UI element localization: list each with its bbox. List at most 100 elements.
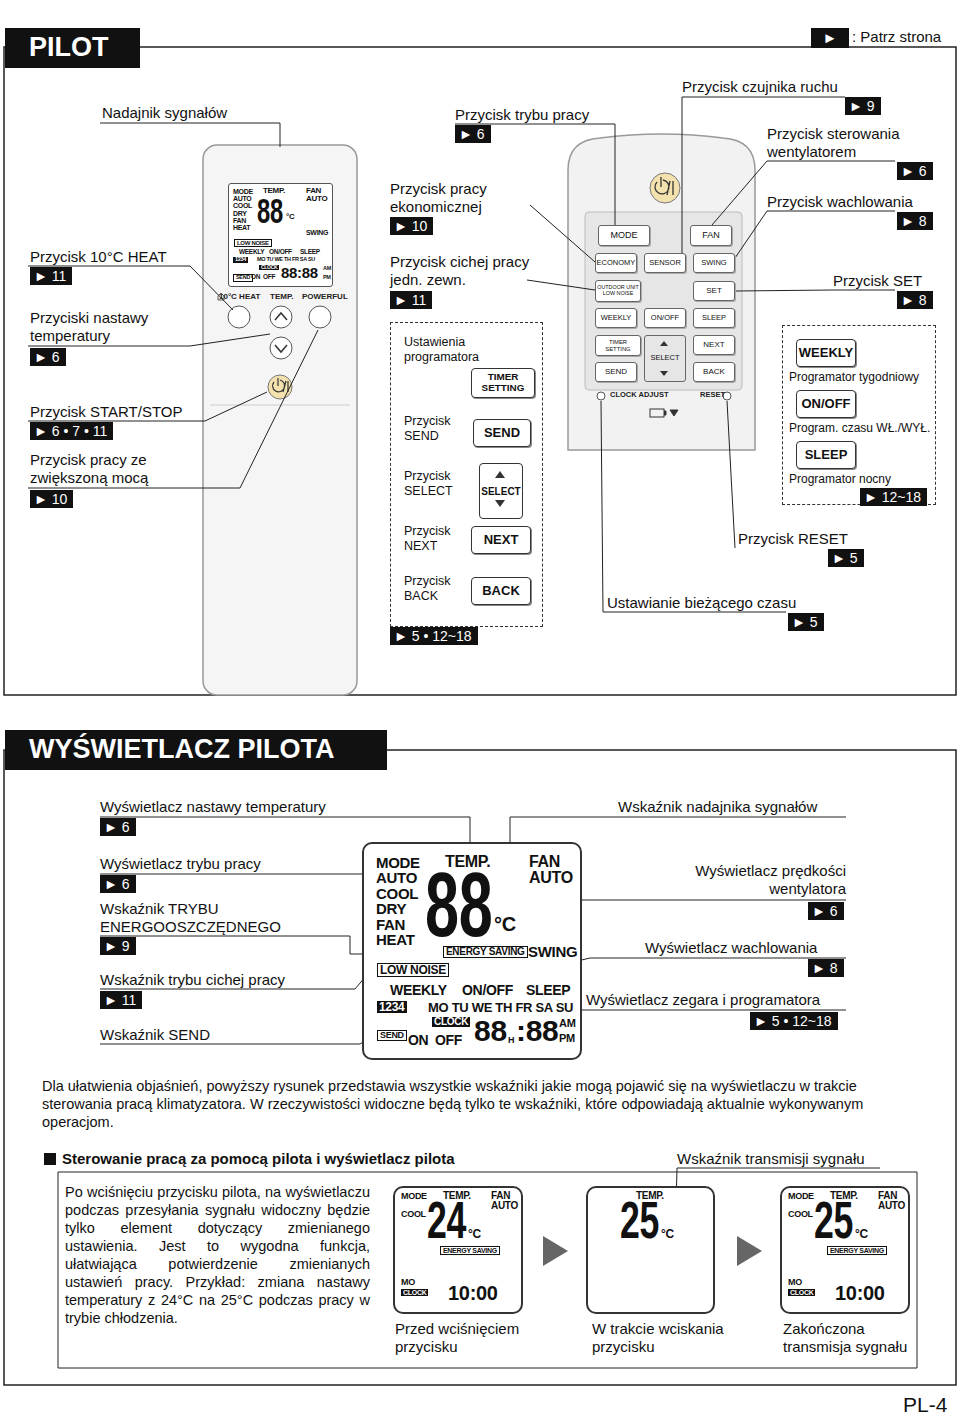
node-text: TIMER SETTING	[596, 339, 640, 352]
display-text: 1234	[233, 257, 248, 263]
node-text: NEXT	[484, 533, 519, 547]
callout-label: W trakcie wciskania przycisku	[592, 1320, 742, 1356]
node-text: NEXT	[703, 341, 724, 350]
leader-lines	[736, 290, 895, 291]
remote-button: OUTDOOR UNIT LOW NOISE	[595, 280, 641, 302]
display-text: OFF	[263, 274, 275, 281]
section-header: WYŚWIETLACZ PILOTA	[5, 730, 387, 770]
leader-lines	[575, 900, 846, 901]
dashed-group: Ustawienia programatoraPrzycisk SENDPrzy…	[390, 322, 543, 627]
node-text: WEEKLY	[601, 314, 632, 322]
remote-button: SLEEP	[796, 441, 856, 469]
leader-lines	[100, 123, 280, 147]
page-reference: ► 6	[30, 348, 66, 366]
display-text: FAN	[878, 1191, 897, 1201]
display-text: SLEEP	[526, 983, 570, 997]
remote-body	[268, 375, 292, 399]
display-text: FAN	[491, 1191, 510, 1201]
step-arrows	[543, 1236, 568, 1266]
leader-lines	[735, 211, 895, 258]
callout-label: Wyświetlacz zegara i programatora	[586, 991, 820, 1009]
display-text: TEMP.	[270, 293, 293, 302]
callout-label: Przycisk 10°C HEAT	[30, 248, 167, 266]
remote-body	[228, 306, 250, 328]
display-text: ON/OFF	[269, 249, 292, 256]
display-text: MO	[401, 1278, 415, 1287]
display-text: CLOCK ADJUST	[610, 391, 668, 399]
page-reference: ► 5 • 12~18	[750, 1012, 838, 1030]
open-remote-body	[655, 177, 673, 195]
callout-label: Wyświetlacz prędkości wentylatora	[660, 862, 846, 898]
page-reference: ► 9	[845, 97, 881, 115]
remote-button: ECONOMY	[595, 253, 637, 273]
remote-lcd: MODE AUTO COOL DRY FAN HEATTEMP.88°CFANA…	[228, 183, 333, 287]
node-text: BACK	[482, 584, 520, 598]
leader-lines	[727, 401, 735, 548]
callout-label: Przycisk pracy ekonomicznej	[390, 180, 530, 216]
remote-control: 10°C HEATTEMP.POWERFULMODE AUTO COOL DRY…	[203, 145, 357, 695]
node-text: SELECT	[481, 486, 520, 497]
display-text: ENERGY SAVING	[827, 1246, 887, 1255]
display-text: Program. czasu WŁ./WYŁ.	[789, 421, 930, 436]
leader-lines	[28, 330, 318, 488]
frame	[4, 47, 956, 1385]
remote-button: WEEKLY	[595, 308, 637, 328]
display-text: ENERGY SAVING	[443, 946, 528, 958]
page-reference: ► 6	[897, 162, 933, 180]
display-text: H	[508, 1036, 514, 1045]
frame	[4, 47, 956, 695]
display-text: COOL	[401, 1210, 426, 1219]
callout-label: Wyświetlacz nastawy temperatury	[100, 798, 326, 816]
callout-label: Sterowanie pracą za pomocą pilota i wyśw…	[62, 1150, 455, 1168]
display-text: SLEEP	[300, 249, 320, 256]
page-reference: ► 11	[100, 991, 142, 1009]
callout-label: Wyświetlacz wachlowania	[645, 939, 817, 957]
remote-body	[309, 306, 331, 328]
display-text: °C	[661, 1228, 674, 1240]
callout-label: Wskaźnik trybu cichej pracy	[100, 971, 285, 989]
step-arrows	[737, 1236, 762, 1266]
display-text: MO TU WE TH FR SA SU	[257, 257, 315, 263]
node-text: WYŚWIETLACZ PILOTA	[29, 735, 334, 765]
leader-lines	[527, 280, 595, 290]
remote-button: BACK	[693, 362, 735, 382]
leader-lines	[28, 97, 895, 1208]
remote-button: SET	[693, 281, 735, 301]
open-remote-body	[650, 173, 680, 203]
remote-button: BACK	[471, 577, 531, 605]
display-text: SWING	[306, 229, 328, 236]
callout-label: Przed wciśnięciem przycisku	[395, 1320, 545, 1356]
page-reference: ► 8	[897, 212, 933, 230]
display-text: AM	[323, 266, 331, 272]
display-text: 10°C HEAT	[219, 293, 260, 302]
display-text: Przycisk SEND	[404, 414, 464, 444]
node-text: SET	[706, 287, 722, 296]
node-text: SELECT	[650, 354, 679, 362]
display-text: 10:00	[448, 1283, 498, 1303]
display-text: CLOCK	[432, 1017, 470, 1027]
node-text: MODE	[611, 231, 638, 241]
page-reference: ► 12~18	[860, 488, 927, 506]
node-text: SLEEP	[805, 448, 848, 462]
display-text: AUTO	[878, 1201, 905, 1211]
note-text: PL-4	[903, 1396, 947, 1414]
remote-button: TIMER SETTING	[595, 335, 641, 356]
callout-label: Nadajnik sygnałów	[102, 104, 227, 122]
display-text: AM	[559, 1018, 576, 1029]
display-text: OFF	[435, 1033, 462, 1047]
remote-body	[270, 306, 292, 328]
node-text: ECONOMY	[597, 259, 636, 267]
page-reference: ► 6	[100, 818, 136, 836]
display-text: Programator nocny	[789, 472, 891, 487]
remote-button: SENSOR	[644, 253, 686, 273]
leader-lines	[28, 392, 267, 421]
page-reference: ► 8	[897, 291, 933, 309]
callout-label: Przycisk START/STOP	[30, 403, 183, 421]
remote-body	[270, 337, 292, 359]
display-text: °C	[494, 914, 516, 934]
display-text: MO TU WE TH FR SA SU	[428, 1001, 573, 1014]
page-reference: ► 10	[390, 217, 433, 235]
display-text: LOW NOISE	[234, 239, 272, 247]
node-text: OUTDOOR UNIT LOW NOISE	[596, 285, 640, 297]
node-text: SLEEP	[702, 314, 726, 322]
